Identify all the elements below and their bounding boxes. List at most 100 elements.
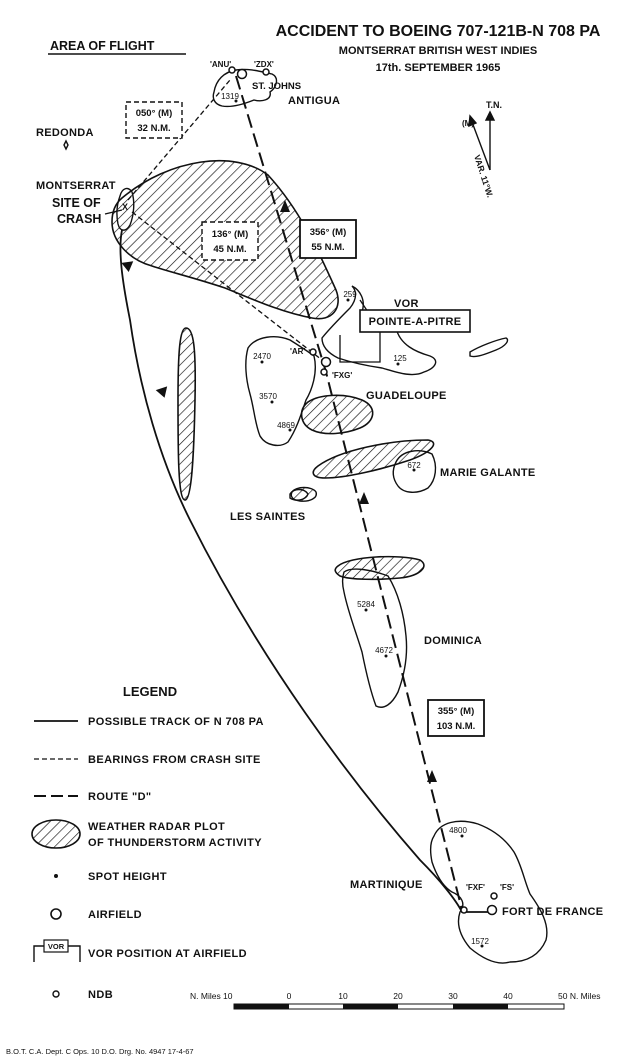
legend-track: POSSIBLE TRACK OF N 708 PA (34, 716, 263, 728)
label-vor: VOR (394, 298, 419, 310)
label-marie-galante: MARIE GALANTE (440, 467, 536, 479)
crash-leader-line (104, 209, 123, 215)
legend-ndb: NDB (52, 989, 113, 1001)
island-guadeloupe-grande-terre (321, 285, 437, 376)
spot-height-d2: 4672 (375, 646, 393, 655)
island-marie-galante (392, 450, 437, 493)
bearing-050-distance: 32 N.M. (137, 123, 170, 134)
bearing-355-degrees: 355° (M) (438, 706, 475, 717)
label-variation: VAR. 11°W. (472, 154, 495, 199)
spot-height-marie-galante: 672 (407, 461, 421, 470)
bearing-line-pointe-a-pitre (131, 211, 323, 361)
ndb-zdx (262, 68, 270, 76)
spot-heights: 1319 2470 3570 4869 259 125 672 5284 467… (221, 92, 489, 948)
scale-tick-10: 10 (338, 991, 348, 1001)
spot-height-g3: 4869 (277, 421, 295, 430)
airfield-martinique (486, 904, 498, 916)
weather-cell-les-saintes (290, 486, 317, 502)
scale-right-label: 50 N. Miles (558, 991, 601, 1001)
spot-height-d1: 5284 (357, 600, 375, 609)
route-arrow-3 (427, 770, 437, 782)
label-fxf: 'FXF' (466, 883, 485, 892)
route-arrow-2 (359, 492, 369, 504)
spot-height-g1: 2470 (253, 352, 271, 361)
islands (63, 68, 548, 964)
airfield-markers (228, 66, 498, 916)
bearing-box-355: 355° (M) 103 N.M. (427, 699, 485, 737)
label-site-of: SITE OF (52, 196, 101, 210)
legend-route: ROUTE "D" (34, 791, 152, 803)
label-ar: 'AR' (290, 347, 305, 356)
bearing-136-distance: 45 N.M. (213, 244, 246, 255)
ndb-anu (228, 66, 236, 74)
label-true-north: T.N. (486, 100, 502, 110)
spot-height-m1: 4800 (449, 826, 467, 835)
ndb-fxg (320, 368, 328, 376)
label-montserrat: MONTSERRAT (36, 180, 116, 192)
label-redonda: REDONDA (36, 127, 94, 139)
island-les-saintes (289, 488, 309, 501)
weather-cell-marie-galante (312, 439, 435, 479)
legend-spot-label: SPOT HEIGHT (88, 871, 167, 883)
island-montserrat (116, 187, 135, 231)
legend-weather-label-2: OF THUNDERSTORM ACTIVITY (88, 837, 262, 849)
ndb-ar (309, 348, 317, 356)
legend-route-label: ROUTE "D" (88, 791, 152, 803)
label-dominica: DOMINICA (424, 635, 482, 647)
airfield-antigua (236, 68, 248, 80)
north-arrows (468, 110, 496, 171)
track-arrow-2 (121, 261, 134, 272)
spot-height-g2: 3570 (259, 392, 277, 401)
bearing-356-degrees: 356° (M) (310, 227, 347, 238)
weather-cell-west (177, 327, 197, 501)
island-antigua (212, 68, 278, 108)
island-la-desirade (469, 337, 509, 358)
legend-heading: LEGEND (123, 684, 177, 699)
bearing-box-050: 050° (M) 32 N.M. (125, 101, 183, 139)
map-title: ACCIDENT TO BOEING 707-121B-N 708 PA (276, 23, 601, 40)
legend-weather-label-1: WEATHER RADAR PLOT (88, 821, 225, 833)
spot-height-antigua: 1319 (221, 92, 239, 101)
spot-height-g5: 125 (393, 354, 407, 363)
possible-track-line (119, 229, 488, 913)
ndb-fs (490, 892, 498, 900)
label-martinique: MARTINIQUE (350, 879, 423, 891)
label-pointe-a-pitre: POINTE-A-PITRE (369, 316, 462, 328)
area-of-flight-label: AREA OF FLIGHT (50, 39, 155, 53)
legend-vor: VOR VOR POSITION AT AIRFIELD (33, 939, 247, 962)
map-date: 17th. SEPTEMBER 1965 (376, 62, 501, 74)
vor-bracket-pointe-a-pitre (339, 330, 381, 363)
vor-box-pointe-a-pitre (359, 309, 471, 333)
legend-ndb-label: NDB (88, 989, 113, 1001)
island-redonda (63, 139, 69, 151)
scale-tick-20: 20 (393, 991, 403, 1001)
scale-tick-0: 0 (287, 991, 292, 1001)
label-crash-x: X (122, 202, 128, 212)
island-guadeloupe-basse-terre (245, 336, 316, 447)
bearing-050-degrees: 050° (M) (136, 108, 173, 119)
legend-weather: WEATHER RADAR PLOT OF THUNDERSTORM ACTIV… (31, 819, 262, 849)
label-fxg: 'FXG' (332, 371, 352, 380)
scale-tick-30: 30 (448, 991, 458, 1001)
bearing-box-136: 136° (M) 45 N.M. (201, 221, 259, 261)
label-antigua: ANTIGUA (288, 95, 340, 107)
label-crash: CRASH (57, 212, 101, 226)
scale-tick-40: 40 (503, 991, 513, 1001)
scale-left-label: N. Miles 10 (190, 991, 233, 1001)
legend-spot-height: SPOT HEIGHT (54, 871, 167, 883)
label-fort-de-france: FORT DE FRANCE (502, 906, 603, 918)
label-fs: 'FS' (500, 883, 514, 892)
bearing-line-antigua (127, 79, 231, 201)
airfield-pointe-a-pitre (320, 356, 332, 368)
scale-bar: N. Miles 10 0 10 20 30 40 50 N. Miles (190, 991, 601, 1010)
label-magnetic: (M) (462, 119, 474, 128)
legend-bearings: BEARINGS FROM CRASH SITE (34, 754, 260, 766)
route-arrow-1 (280, 200, 290, 212)
label-anu: 'ANU' (210, 60, 231, 69)
spot-height-g4: 259 (343, 290, 357, 299)
bearing-355-distance: 103 N.M. (437, 721, 476, 732)
track-arrow-1 (155, 386, 168, 398)
ndb-fxf (460, 906, 468, 914)
legend-vor-box-label: VOR (48, 942, 65, 951)
